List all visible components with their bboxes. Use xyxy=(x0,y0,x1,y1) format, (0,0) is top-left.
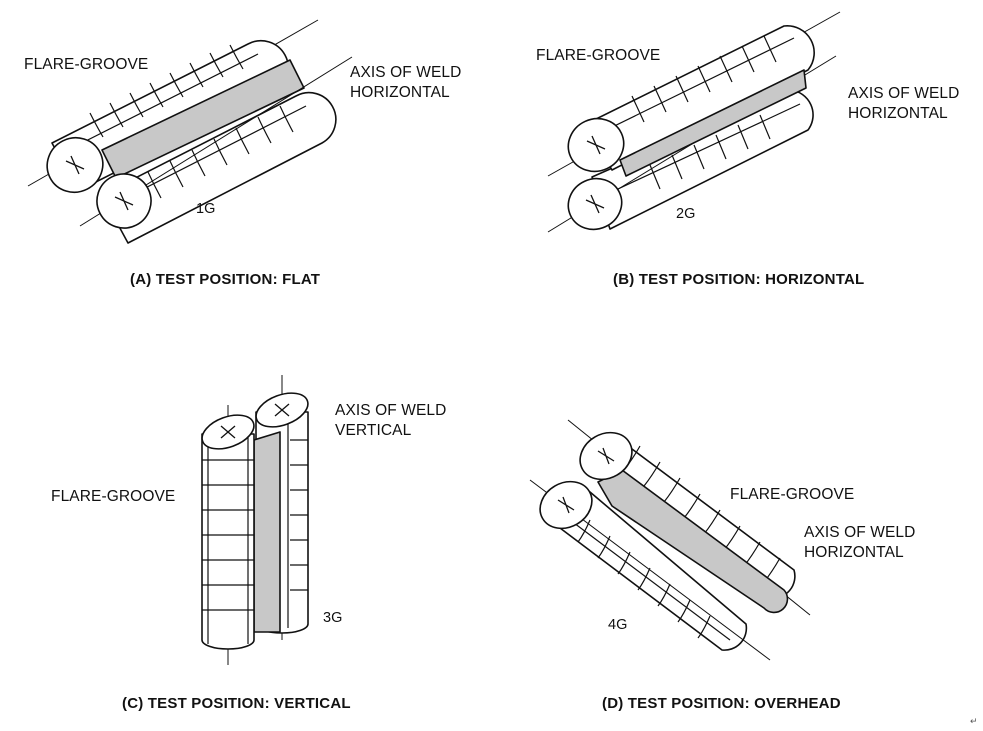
position-code-d: 4G xyxy=(608,617,628,633)
panel-a-drawing xyxy=(27,19,353,244)
axis-of-weld-label-a: AXIS OF WELD xyxy=(350,64,462,81)
caption-b: (B) TEST POSITION: HORIZONTAL xyxy=(613,271,865,288)
axis-orientation-label-d: HORIZONTAL xyxy=(804,544,904,561)
axis-of-weld-label-d: AXIS OF WELD xyxy=(804,524,916,541)
bar-upper xyxy=(585,25,815,171)
panel-c-drawing xyxy=(201,375,309,665)
flare-groove-label-a: FLARE-GROOVE xyxy=(24,56,149,73)
weld-bead xyxy=(101,59,305,179)
bar-front xyxy=(101,91,337,244)
weld-bead xyxy=(253,431,281,633)
panel-b-drawing xyxy=(547,11,841,233)
flare-groove-label-c: FLARE-GROOVE xyxy=(51,488,176,505)
position-code-b: 2G xyxy=(676,206,696,222)
flare-groove-label-b: FLARE-GROOVE xyxy=(536,47,661,64)
axis-orientation-label-c: VERTICAL xyxy=(335,422,412,439)
flare-groove-label-d: FLARE-GROOVE xyxy=(730,486,855,503)
caption-d: (D) TEST POSITION: OVERHEAD xyxy=(602,695,841,712)
axis-of-weld-label-c: AXIS OF WELD xyxy=(335,402,447,419)
caption-a: (A) TEST POSITION: FLAT xyxy=(130,271,321,288)
weld-bead xyxy=(597,469,789,614)
bar-left xyxy=(201,433,255,650)
return-mark-icon: ↵ xyxy=(970,716,978,726)
caption-c: (C) TEST POSITION: VERTICAL xyxy=(122,695,351,712)
bar-front xyxy=(559,491,748,651)
axis-orientation-label-a: HORIZONTAL xyxy=(350,84,450,101)
position-code-c: 3G xyxy=(323,610,343,626)
weld-bead xyxy=(619,69,807,177)
axis-orientation-label-b: HORIZONTAL xyxy=(848,105,948,122)
panel-d-drawing xyxy=(529,419,811,661)
axis-of-weld-label-b: AXIS OF WELD xyxy=(848,85,960,102)
position-code-a: 1G xyxy=(196,201,216,217)
